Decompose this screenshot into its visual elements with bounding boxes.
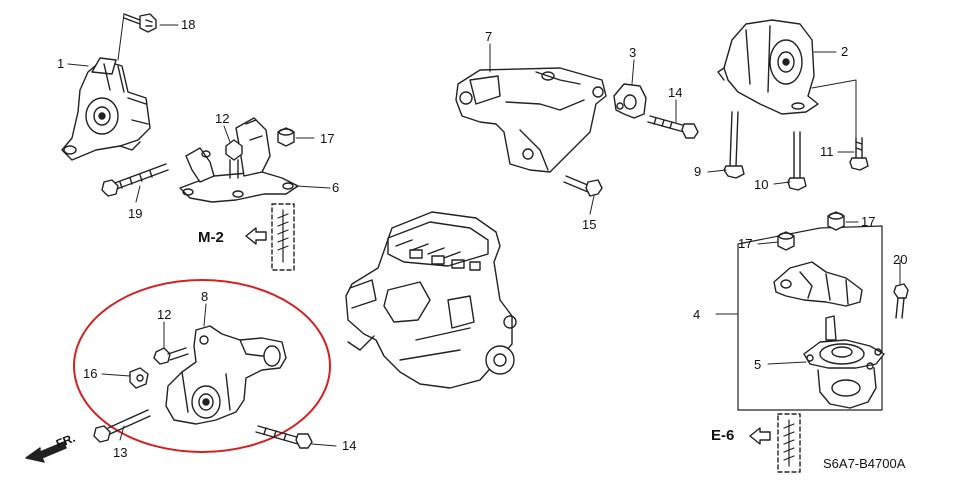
hydraulic-mount-part-5[interactable] xyxy=(803,315,885,409)
callout-19: 19 xyxy=(128,206,143,221)
engine-mount-part-1[interactable] xyxy=(61,57,151,161)
callout-13: 13 xyxy=(113,445,128,460)
callout-12-top: 12 xyxy=(215,111,230,126)
callout-3: 3 xyxy=(629,45,637,60)
reference-e6-label[interactable]: E-6 xyxy=(711,427,735,444)
leader-lines xyxy=(67,13,859,447)
callout-9: 9 xyxy=(694,164,702,179)
callout-7: 7 xyxy=(485,29,493,44)
callout-16: 16 xyxy=(83,366,98,381)
bolt-part-12-top[interactable] xyxy=(225,139,243,179)
callout-17-left: 17 xyxy=(738,236,753,251)
callout-12-bottom: 12 xyxy=(157,307,172,322)
catalog-code: S6A7-B4700A xyxy=(823,456,906,471)
bolt-part-14-top[interactable] xyxy=(647,115,699,139)
callout-8: 8 xyxy=(201,289,209,304)
engine-block xyxy=(345,211,517,389)
callout-14-bottom: 14 xyxy=(342,438,357,453)
assembly-bracket-line xyxy=(737,225,883,411)
bolt-part-15[interactable] xyxy=(563,175,603,197)
mount-part-8[interactable] xyxy=(165,325,287,425)
nut-part-17-right[interactable] xyxy=(827,211,845,231)
bolt-part-20[interactable] xyxy=(893,259,909,319)
bolt-part-14-bottom[interactable] xyxy=(255,425,313,449)
bolt-part-11[interactable] xyxy=(849,137,869,171)
assembly-upper-bracket[interactable] xyxy=(773,261,863,307)
callout-2: 2 xyxy=(841,44,849,59)
reference-m2-label[interactable]: M-2 xyxy=(198,229,224,246)
callout-20: 20 xyxy=(893,252,908,267)
callout-17-top: 17 xyxy=(320,131,335,146)
bolt-part-9[interactable] xyxy=(723,111,745,179)
reference-box-m2 xyxy=(245,203,295,271)
nut-part-17-top[interactable] xyxy=(277,127,295,147)
bracket-part-7[interactable] xyxy=(455,67,607,173)
front-arrow-icon xyxy=(25,441,67,463)
callout-5: 5 xyxy=(754,357,762,372)
bolt-part-19[interactable] xyxy=(101,163,169,197)
nut-part-17-left[interactable] xyxy=(777,231,795,251)
mount-part-2[interactable] xyxy=(717,19,819,115)
callout-18: 18 xyxy=(181,17,196,32)
callout-1: 1 xyxy=(57,56,65,71)
callout-15: 15 xyxy=(582,217,597,232)
callout-10: 10 xyxy=(754,177,769,192)
clip-part-3[interactable] xyxy=(613,83,647,119)
bolt-part-18[interactable] xyxy=(123,13,157,33)
callout-11: 11 xyxy=(820,144,834,159)
bolt-part-12-bottom[interactable] xyxy=(153,347,189,365)
bolt-part-10[interactable] xyxy=(787,131,807,191)
clip-part-16[interactable] xyxy=(129,367,149,389)
callout-6: 6 xyxy=(332,180,340,195)
bolt-part-13[interactable] xyxy=(93,409,151,443)
reference-box-e6 xyxy=(749,413,801,473)
callout-14-top: 14 xyxy=(668,85,683,100)
highlight-ellipse xyxy=(73,279,331,453)
callout-17-right: 17 xyxy=(861,214,876,229)
callout-4: 4 xyxy=(693,307,701,322)
